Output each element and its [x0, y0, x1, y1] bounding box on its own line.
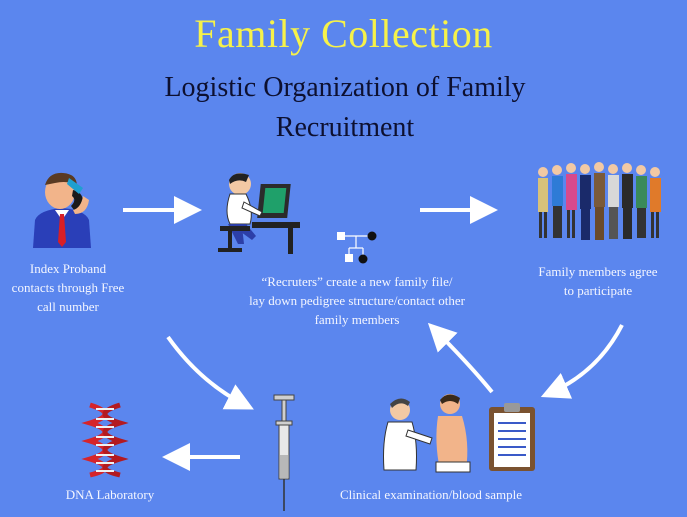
family-label: Family members agree to participate [538, 264, 658, 298]
proband-label: Index Proband contacts through Free call… [11, 261, 125, 314]
dna-helix-icon [81, 402, 129, 478]
diagram-title: Family Collection [194, 11, 493, 56]
pedigree-icon [337, 231, 377, 264]
syringe-icon [273, 394, 295, 511]
dna-lab-label: DNA Laboratory [65, 487, 155, 502]
person-on-phone-icon [33, 172, 91, 248]
subtitle-line-2: Recruitment [275, 112, 415, 143]
arrow-proband-to-syringe [166, 335, 254, 410]
doctor-examining-patient-icon [383, 394, 471, 473]
group-of-people-icon [538, 162, 661, 240]
subtitle-line-1: Logistic Organization of Family [164, 72, 526, 103]
recruiters-label: “Recruters” create a new family file/ la… [249, 274, 465, 327]
person-at-computer-icon [218, 173, 300, 254]
clipboard-icon [489, 403, 535, 471]
arrow-family-to-clinical [540, 324, 624, 399]
arrow-clinical-to-recruiters [427, 322, 494, 394]
diagram-subtitle: Logistic Organization of Family Recruitm… [90, 68, 600, 148]
person-figure [538, 167, 548, 238]
clinical-label: Clinical examination/blood sample [340, 487, 522, 502]
